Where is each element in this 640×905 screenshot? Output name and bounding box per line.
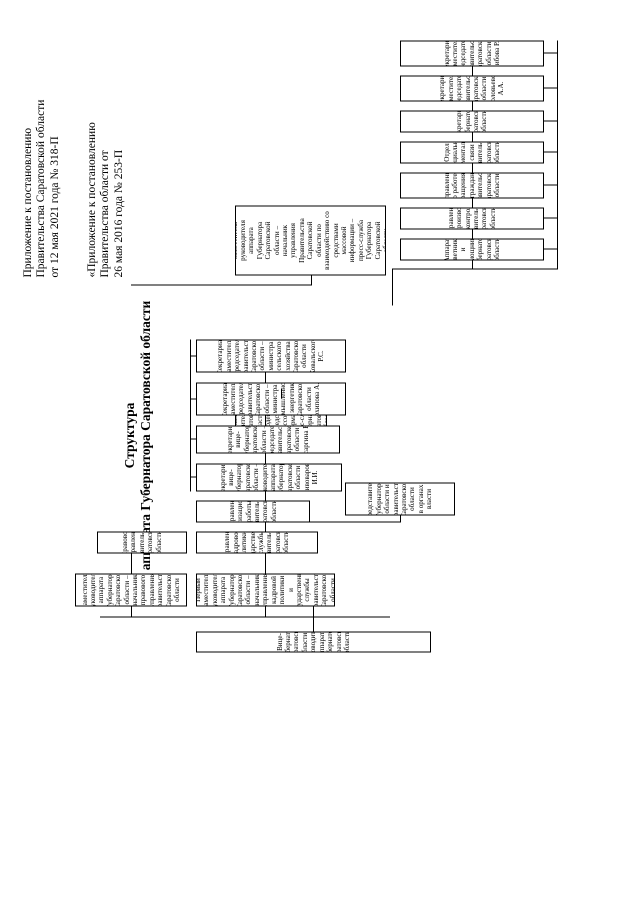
connector-top-rail-vicegub <box>190 476 196 477</box>
connector-bottom-rail-sec-governor <box>544 120 557 121</box>
connector-bottom-rail-citizens <box>544 184 557 185</box>
connector-bottom-records <box>472 229 473 238</box>
connector-sec-vicegub-busargin <box>265 453 266 463</box>
org-box-dept-citizens: Управление по работе с обращениями гражд… <box>400 172 544 198</box>
org-box-dept-records: Управление делопроизводства и контроля П… <box>400 207 544 229</box>
connector-spine-deputy-legal <box>131 606 132 617</box>
org-box-dept-specialcomm: Отдел специальной документальной связи П… <box>400 141 544 163</box>
connector-representative-v <box>265 521 400 522</box>
connector-top-rail-arkhipov <box>190 398 196 399</box>
connector-press-branch-v <box>131 284 311 285</box>
org-box-sec-governor: Секретариат Губернатора Саратовской обла… <box>400 110 544 132</box>
org-box-dept-personnel: Управление кадровой политики и государст… <box>196 531 318 553</box>
connector-spine-dept-org <box>265 522 266 531</box>
org-box-deputy-press: Заместитель руководителя аппарата Губерн… <box>235 205 386 275</box>
org-box-sec-gribov: Секретариат заместителя Председателя Пра… <box>400 40 544 66</box>
connector-top-rail-kovalskiy <box>190 355 196 356</box>
org-box-sec-vice-gub: Секретариат вице-губернатора Саратовской… <box>196 463 342 491</box>
connector-busargin-arkhipov <box>265 415 266 425</box>
connector-press-deputy-to-dept <box>281 388 282 398</box>
connector-bottom-solovieva <box>472 101 473 110</box>
org-box-first-deputy: Первый заместитель руководителя аппарата… <box>196 573 335 606</box>
connector-first-deputy-personnel <box>265 553 266 573</box>
org-box-dept-org: Управление организационной работы Правит… <box>196 500 310 522</box>
org-box-sec-kovalskiy: Секретариат заместителя Председателя Пра… <box>196 339 346 372</box>
connector-bottom-citizens <box>472 198 473 207</box>
org-box-deputy-legal: Заместитель руководителя аппарата Губерн… <box>75 573 187 606</box>
connector-bottom-sec-governor <box>472 132 473 141</box>
connector-bottom-gribov <box>472 66 473 75</box>
org-box-sec-busargin: Секретариат вице-губернатора Саратовской… <box>196 425 340 453</box>
connector-arkhipov-kovalskiy <box>265 372 266 382</box>
connector-bottom-feed <box>392 269 393 305</box>
connector-top-rail <box>190 339 191 491</box>
header-appendix-2: «Приложение к постановлению Правительств… <box>86 121 125 277</box>
connector-root-to-spine <box>313 606 314 631</box>
connector-bottom-specialcomm <box>472 163 473 172</box>
org-box-dept-legal: Правовое управление Правительства Сарато… <box>97 531 187 553</box>
connector-press-branch-h <box>311 275 312 285</box>
connector-bottom-rail-gribov <box>544 52 557 53</box>
connector-org-to-sec <box>265 491 266 500</box>
connector-bottom-rail-solovieva <box>544 87 557 88</box>
org-box-sec-solovieva: Секретариат заместителя Председателя Пра… <box>400 75 544 101</box>
connector-bottom-rail <box>557 40 558 269</box>
org-box-vice-gubernator: Вице-губернатор Саратовской области – ру… <box>196 631 431 652</box>
connector-bottom-rail-specialcomm <box>544 151 557 152</box>
org-box-apparat-advisors: Аппарат советников и помощников Губернат… <box>400 238 544 260</box>
connector-representative-h <box>400 515 401 522</box>
connector-bottom-spine <box>392 268 557 269</box>
org-box-sec-arkhipov: Секретариат заместителя Председателя Пра… <box>196 382 346 415</box>
connector-spine-main <box>100 616 390 617</box>
connector-deputy-legal-legal <box>131 553 132 573</box>
connector-bottom-advisors <box>472 260 473 269</box>
org-box-sec-chair-gov: Представитель Губернатора области и Прав… <box>345 482 455 515</box>
connector-bottom-rail-advisors <box>544 248 557 249</box>
connector-spine-first-deputy <box>265 606 266 617</box>
connector-bottom-rail-records <box>544 217 557 218</box>
header-appendix-1: Приложение к постановлению Правительства… <box>22 99 61 277</box>
connector-top-rail-busargin <box>190 438 196 439</box>
